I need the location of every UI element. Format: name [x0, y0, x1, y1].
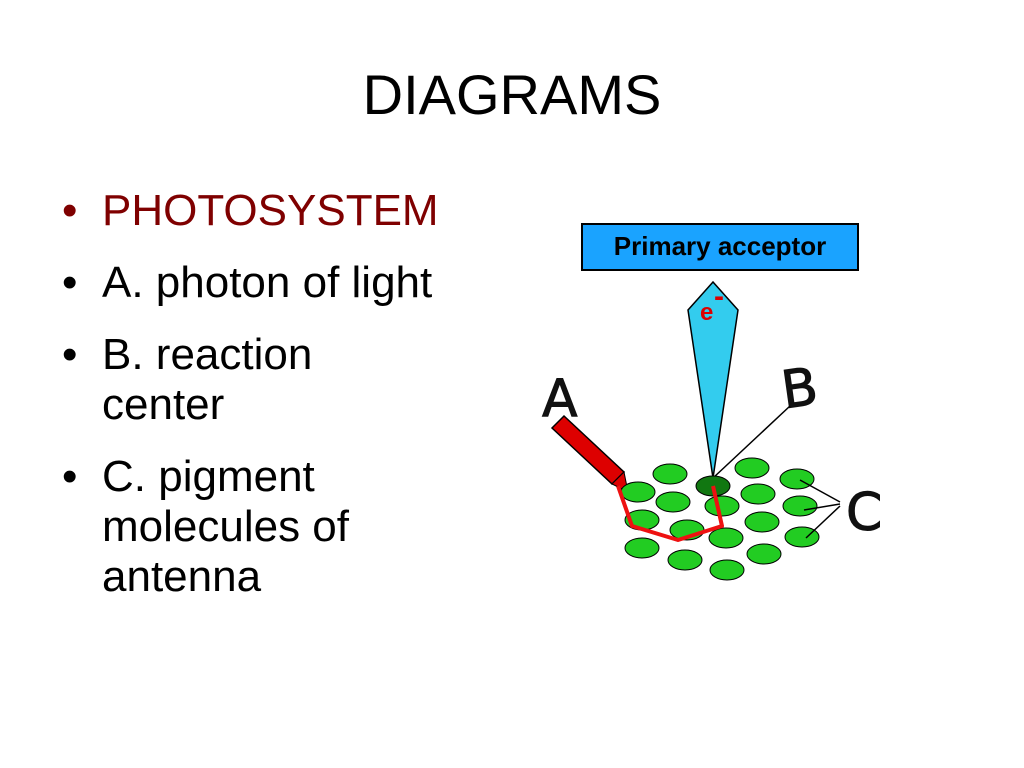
pigment-molecule [779, 468, 815, 490]
pigment-molecule [709, 559, 745, 581]
electron-arrow [687, 280, 739, 479]
pigment-molecule [704, 495, 740, 517]
bullet-line: antenna [102, 552, 262, 601]
photon-arrow [550, 414, 626, 486]
photosystem-diagram: Primary acceptor e - A B C [542, 223, 883, 581]
pigment-molecule [746, 543, 782, 565]
pigment-molecule [667, 549, 703, 571]
electron-charge: - [714, 280, 724, 313]
pointer-line-b [712, 405, 791, 479]
label-c: C [846, 483, 882, 543]
primary-acceptor-box [581, 223, 859, 271]
pigment-molecule [782, 495, 818, 517]
bullet-line: PHOTOSYSTEM [102, 186, 439, 235]
primary-acceptor-label: Primary acceptor [614, 231, 826, 261]
pigment-molecules [620, 457, 820, 581]
pigment-molecule [708, 527, 744, 549]
pigment-molecule [620, 481, 656, 503]
pigment-molecule [734, 457, 770, 479]
bullet-photosystem: PHOTOSYSTEM [60, 186, 490, 236]
pigment-molecule [655, 491, 691, 513]
pointer-line-c [799, 479, 841, 503]
bullet-photon: A. photon of light [60, 258, 490, 308]
pointer-line-c [805, 505, 841, 539]
bullet-line: center [102, 380, 225, 429]
electron-label: e [700, 299, 713, 326]
bullet-line: C. pigment [102, 452, 315, 501]
pigment-molecule [784, 526, 820, 548]
bullet-pigment: C. pigment molecules of antenna [60, 452, 490, 602]
pigment-molecule [740, 483, 776, 505]
slide-title: DIAGRAMS [362, 63, 662, 126]
bullet-reaction-center: B. reaction center [60, 330, 490, 430]
pointer-line-c [803, 503, 841, 511]
pigment-molecule [652, 463, 688, 485]
bullet-list: PHOTOSYSTEM A. photon of light B. reacti… [60, 186, 490, 624]
energy-transfer-path [616, 485, 724, 542]
bullet-line: B. reaction [102, 330, 313, 379]
pigment-molecule [744, 511, 780, 533]
bullet-line: molecules of [102, 502, 350, 551]
bullet-line: A. photon of light [102, 258, 433, 307]
pigment-molecule [624, 537, 660, 559]
